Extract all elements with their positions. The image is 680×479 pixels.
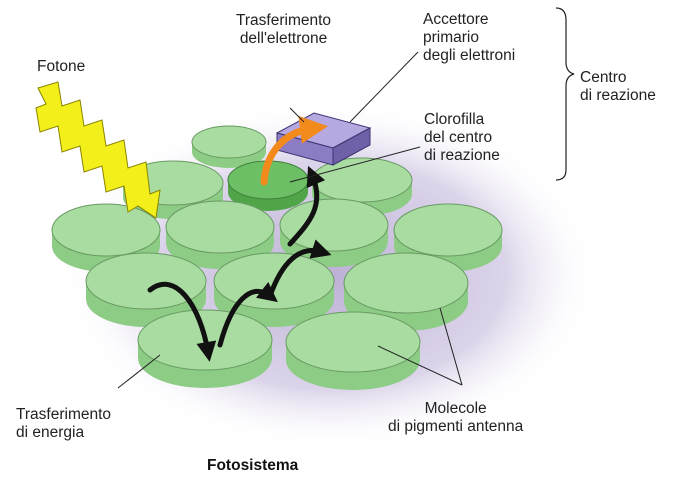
antenna-pigments-label: Molecole di pigmenti antenna — [388, 400, 523, 436]
reaction-center-label: Centro di reazione — [580, 69, 656, 105]
reaction-center-bracket — [556, 8, 574, 180]
diagram-title: Fotosistema — [207, 457, 298, 475]
electron-transfer-label: Trasferimento dell'elettrone — [236, 12, 331, 48]
energy-transfer-label: Trasferimento di energia — [16, 406, 111, 442]
primary-acceptor-label: Accettore primario degli elettroni — [423, 11, 515, 65]
antenna-pigment-disc — [286, 312, 420, 390]
reaction-center-chlorophyll-label: Clorofilla del centro di reazione — [424, 111, 500, 165]
photon-label: Fotone — [37, 58, 85, 76]
